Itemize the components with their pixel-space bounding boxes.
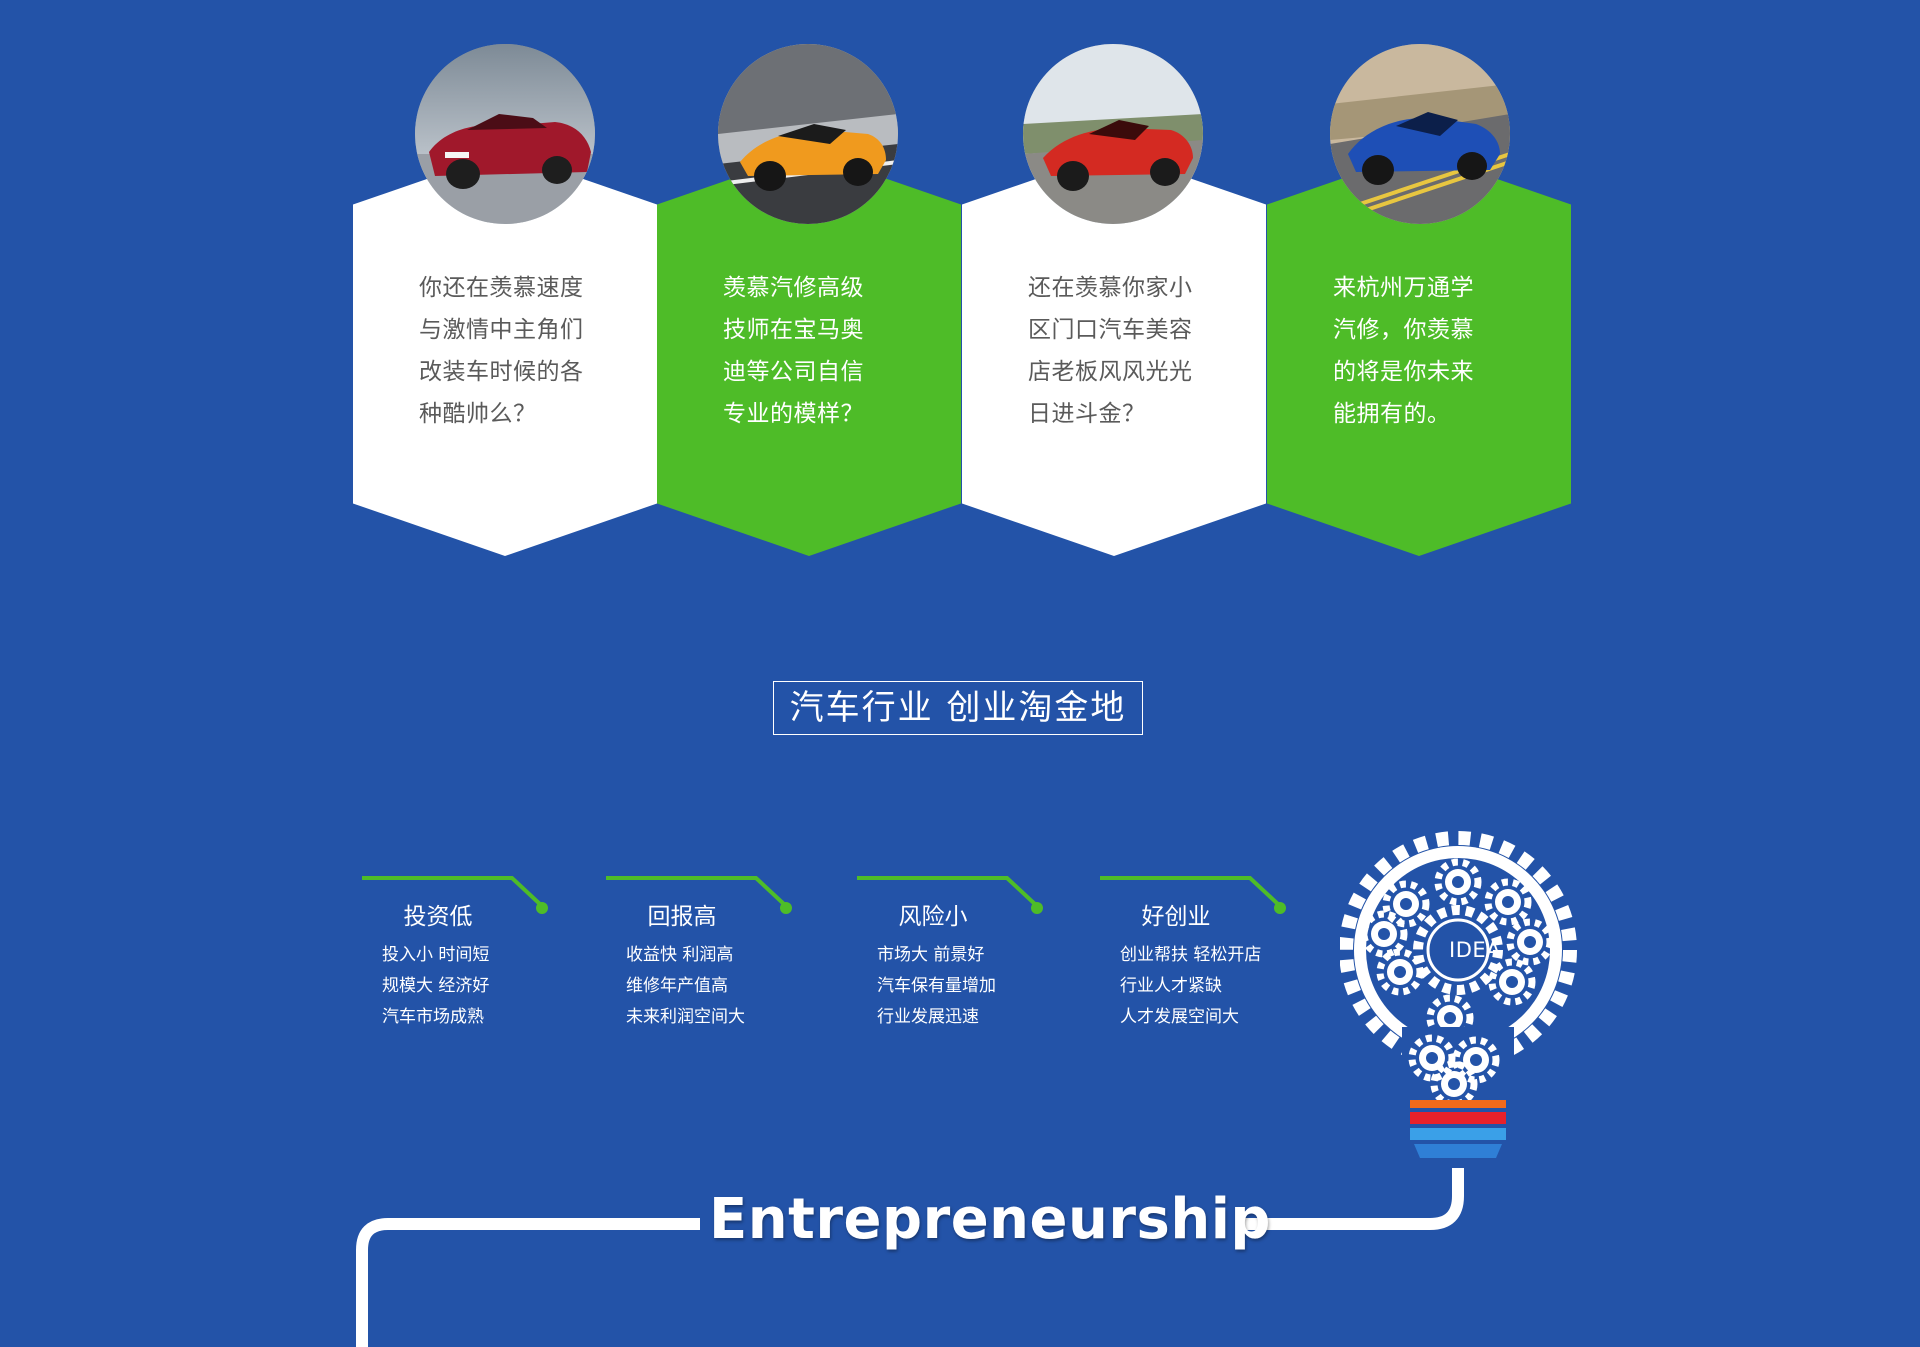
card-line: 汽修，你羡慕 <box>1333 317 1474 343</box>
card-line: 你还在羡慕速度 <box>419 275 584 301</box>
card-text: 羡慕汽修高级 技师在宝马奥 迪等公司自信 专业的模样？ <box>723 267 895 435</box>
card-line: 的将是你未来 <box>1333 359 1474 385</box>
feature-good-startup: 好创业 创业帮扶 轻松开店 行业人才紧缺 人才发展空间大 <box>1100 876 1300 1036</box>
brand-word-entrepreneurship: Entrepreneurship <box>709 1187 1271 1252</box>
orange-race-car-photo <box>718 44 898 224</box>
feature-line: 投入小 时间短 <box>382 945 490 965</box>
card-line: 专业的模样？ <box>723 401 864 427</box>
green-connector-line <box>362 876 548 914</box>
feature-line: 规模大 经济好 <box>382 976 490 996</box>
bulb-label: IDEA <box>1449 938 1501 962</box>
feature-risk-low: 风险小 市场大 前景好 汽车保有量增加 行业发展迅速 <box>857 876 1057 1036</box>
card-line: 羡慕汽修高级 <box>723 275 864 301</box>
card-line: 日进斗金？ <box>1028 401 1146 427</box>
red-convertible-car-photo <box>415 44 595 224</box>
feature-line: 收益快 利润高 <box>626 945 734 965</box>
card-text: 你还在羡慕速度 与激情中主角们 改装车时候的各 种酷帅么？ <box>419 267 591 435</box>
feature-title: 投资低 <box>403 904 473 930</box>
card-line: 迪等公司自信 <box>723 359 864 385</box>
gear-lightbulb-icon <box>1340 822 1580 1182</box>
red-sports-car-photo <box>1023 44 1203 224</box>
feature-title: 风险小 <box>898 904 968 930</box>
card-text: 来杭州万通学 汽修，你羡慕 的将是你未来 能拥有的。 <box>1333 267 1505 435</box>
green-connector-line <box>606 876 792 914</box>
card-text: 还在羡慕你家小 区门口汽车美容 店老板风风光光 日进斗金？ <box>1028 267 1200 435</box>
card-line: 还在羡慕你家小 <box>1028 275 1193 301</box>
card-line: 来杭州万通学 <box>1333 275 1474 301</box>
green-connector-line <box>857 876 1043 914</box>
card-line: 改装车时候的各 <box>419 359 584 385</box>
feature-line: 维修年产值高 <box>626 976 728 996</box>
feature-title: 回报高 <box>647 904 717 930</box>
feature-line: 汽车市场成熟 <box>382 1007 484 1027</box>
card-line: 能拥有的。 <box>1333 401 1451 427</box>
feature-line: 未来利润空间大 <box>626 1007 745 1027</box>
feature-return-high: 回报高 收益快 利润高 维修年产值高 未来利润空间大 <box>606 876 806 1036</box>
section-title: 汽车行业 创业淘金地 <box>773 681 1143 735</box>
feature-line: 汽车保有量增加 <box>877 976 996 996</box>
feature-invest-low: 投资低 投入小 时间短 规模大 经济好 汽车市场成熟 <box>362 876 562 1036</box>
blue-sports-car-photo <box>1330 44 1510 224</box>
card-line: 与激情中主角们 <box>419 317 584 343</box>
feature-line: 人才发展空间大 <box>1120 1007 1239 1027</box>
feature-line: 行业人才紧缺 <box>1120 976 1222 996</box>
feature-title: 好创业 <box>1141 904 1211 930</box>
feature-line: 市场大 前景好 <box>877 945 985 965</box>
green-connector-line <box>1100 876 1286 914</box>
card-line: 种酷帅么？ <box>419 401 537 427</box>
hex-card-strip: 你还在羡慕速度 与激情中主角们 改装车时候的各 种酷帅么？ 羡慕汽修高级 技师在… <box>353 152 1571 556</box>
card-line: 技师在宝马奥 <box>723 317 864 343</box>
feature-line: 行业发展迅速 <box>877 1007 979 1027</box>
feature-line: 创业帮扶 轻松开店 <box>1120 945 1262 965</box>
card-line: 区门口汽车美容 <box>1028 317 1193 343</box>
card-line: 店老板风风光光 <box>1028 359 1193 385</box>
